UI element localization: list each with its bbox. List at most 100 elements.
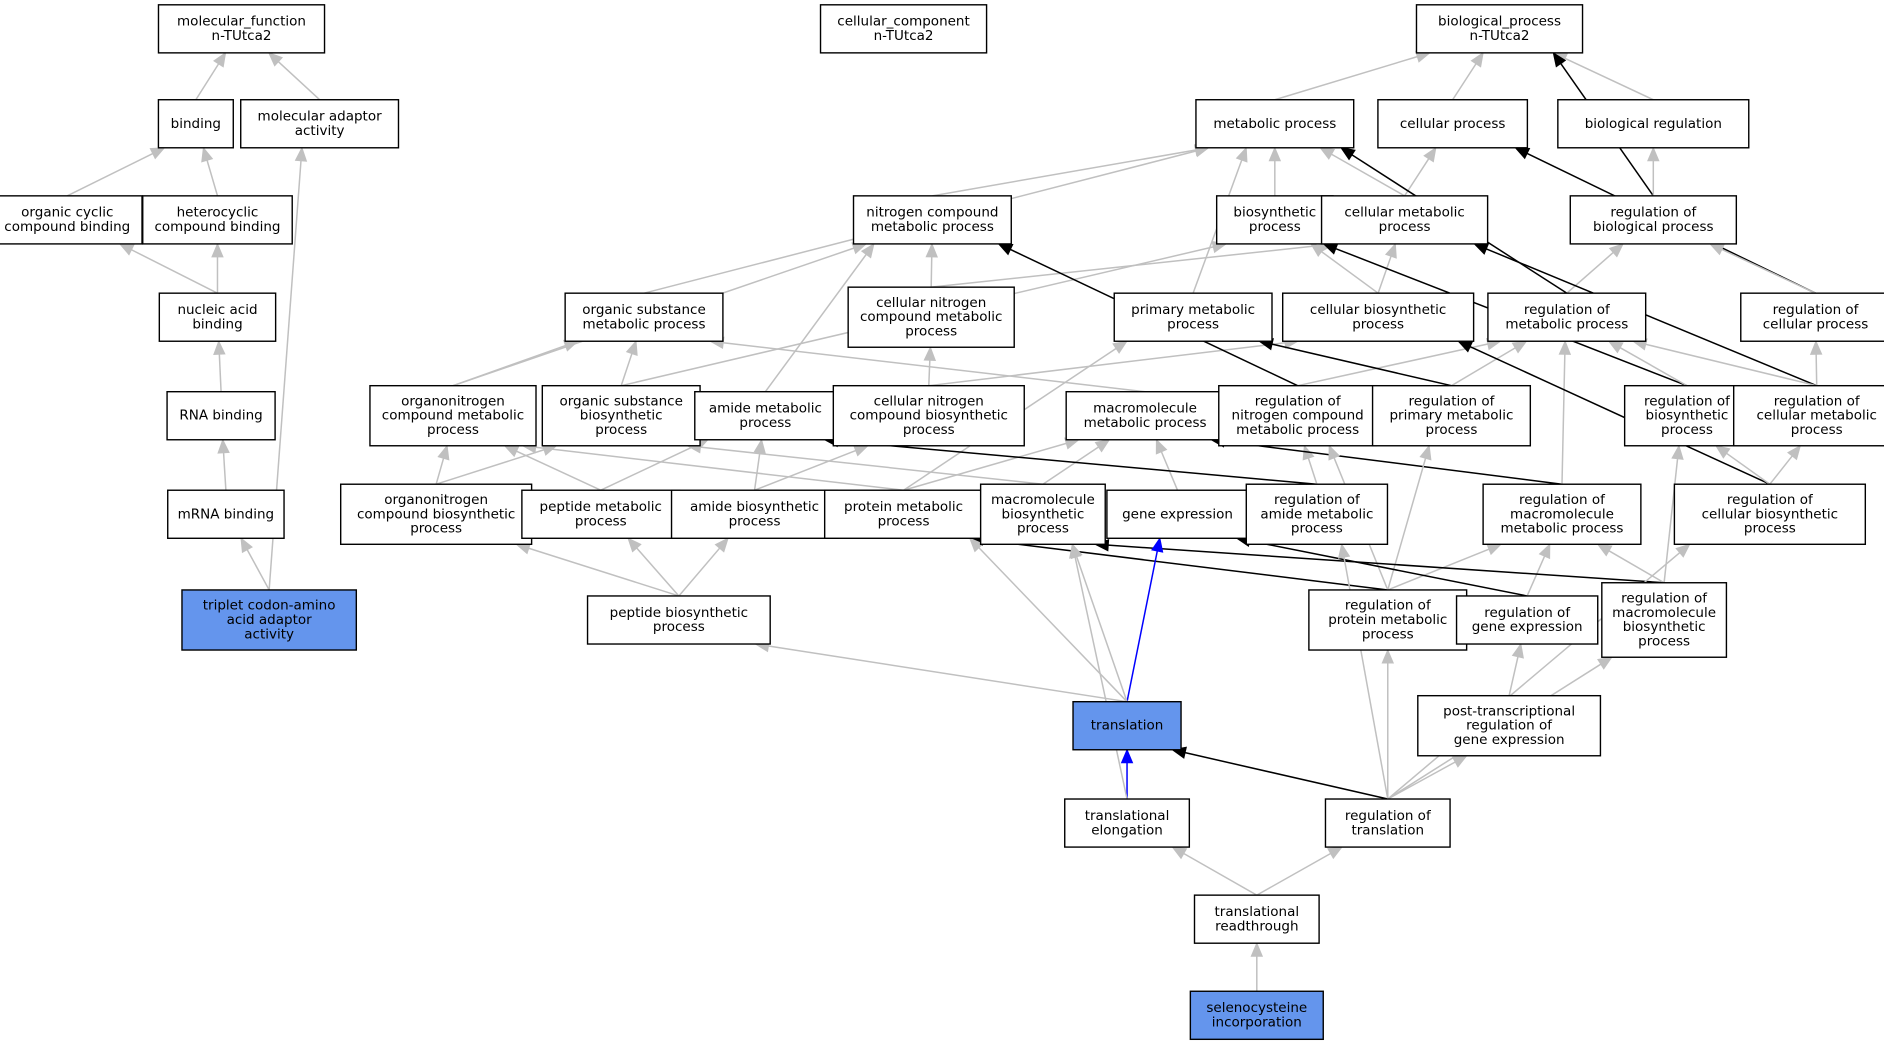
edge-nitrogen-cmp-to-metabolic (932, 143, 1210, 197)
edge-peptide-bio-to-orgN-bio (515, 542, 680, 597)
node-label: biological regulation (1585, 116, 1722, 132)
edge-line (1566, 251, 1614, 294)
edge-arrowhead (1340, 147, 1356, 161)
edge-line (1645, 343, 1817, 387)
edge-line (1403, 158, 1430, 197)
edge-orgN-bio-to-org-sub-bio (435, 443, 558, 485)
node-label: process (903, 422, 955, 438)
node-box (1215, 195, 1334, 245)
edge-line (1042, 446, 1099, 485)
edge-arrowhead (1608, 243, 1624, 258)
edge-orgN-met-to-org-sub-met (452, 339, 579, 387)
edge-line (1721, 248, 1816, 294)
node-label: biosynthetic (1002, 506, 1085, 522)
edge-orgN-bio-to-orgN-met (435, 444, 450, 485)
edge-arrowhead (1268, 146, 1282, 162)
node-label: incorporation (1212, 1015, 1302, 1031)
edge-line (636, 547, 680, 597)
node-box (1417, 694, 1602, 757)
edge-line (1726, 452, 1771, 485)
node-label: process (1362, 626, 1414, 642)
edge-line (1249, 540, 1528, 597)
node-label: mRNA binding (178, 506, 274, 522)
node-label: process (410, 521, 462, 537)
edge-arrowhead (1708, 243, 1725, 256)
edge-reg-cell-bio-to-reg-biosyn (1714, 445, 1771, 485)
edge-arrowhead (1809, 339, 1823, 355)
edge-line (1387, 548, 1490, 591)
edge-mol-adaptor-to-mf (267, 51, 321, 101)
edge-arrowhead (1511, 340, 1528, 354)
node-box (1487, 292, 1647, 342)
edge-line (837, 440, 1317, 485)
edge-reg-biosyn-to-reg-met (1607, 340, 1688, 387)
node-translation: translation (1072, 700, 1182, 751)
node-label: acid adaptor (227, 612, 313, 628)
edge-arrowhead (1151, 537, 1164, 553)
node-label: elongation (1091, 822, 1163, 838)
node-label: metabolic process (1505, 316, 1628, 332)
edge-line (768, 645, 1128, 703)
edge-line (206, 160, 219, 197)
node-reg-macro-bio: regulation ofmacromoleculebiosyntheticpr… (1601, 582, 1728, 658)
node-box (1415, 4, 1584, 54)
edge-arrowhead (1384, 242, 1397, 259)
node-label: regulation of (1727, 492, 1814, 508)
edge-arrowhead (1069, 543, 1082, 559)
node-label: amide metabolic (709, 401, 822, 417)
node-cellular: cellular process (1377, 99, 1529, 149)
node-label: process (739, 415, 791, 431)
edge-line (620, 353, 633, 386)
edge-arrowhead (1112, 340, 1128, 354)
edge-line (66, 152, 154, 197)
node-label: metabolic process (1236, 422, 1359, 438)
edge-reg-cell-met-to-reg-cell (1809, 339, 1823, 386)
node-label: organic substance (559, 393, 682, 409)
node-label: biosynthetic (580, 408, 663, 424)
node-label: peptide biosynthetic (610, 605, 748, 621)
edge-arrowhead (625, 340, 638, 357)
edge-line (978, 547, 1128, 703)
edge-line (277, 61, 321, 101)
node-label: regulation of (1524, 302, 1611, 318)
edge-arrowhead (267, 51, 284, 67)
node-label: regulation of (1519, 492, 1606, 508)
edge-cell-metabolic-to-metabolic (1319, 147, 1405, 197)
edge-line (700, 446, 1044, 485)
node-box (1482, 483, 1642, 545)
edge-line (1256, 852, 1331, 896)
edge-line (1561, 354, 1566, 485)
node-box (0, 195, 143, 245)
node-label: translational (1214, 904, 1299, 920)
edge-line (928, 342, 1286, 387)
node-label: biological process (1593, 219, 1714, 235)
node-box (1281, 292, 1475, 342)
node-label: protein metabolic (1328, 612, 1447, 628)
edge-arrowhead (1514, 147, 1531, 160)
edge-line (1486, 248, 1817, 387)
node-box (1377, 99, 1529, 149)
edge-triplet-to-mrna-binding (240, 537, 270, 591)
node-label: biosynthetic (1623, 619, 1706, 635)
edge-line (246, 549, 270, 591)
edge-arrowhead (1171, 846, 1188, 860)
node-label: gene expression (1122, 506, 1233, 522)
node-label: readthrough (1215, 918, 1298, 934)
edge-arrowhead (1419, 444, 1432, 461)
edge-cell-nitrogen-to-cell-metabolic (931, 239, 1337, 288)
edge-line (1074, 556, 1128, 800)
node-label: process (878, 513, 930, 529)
node-label: nucleic acid (177, 302, 257, 318)
edge-line (435, 458, 445, 485)
node-box (142, 195, 293, 245)
node-label: process (1791, 422, 1843, 438)
